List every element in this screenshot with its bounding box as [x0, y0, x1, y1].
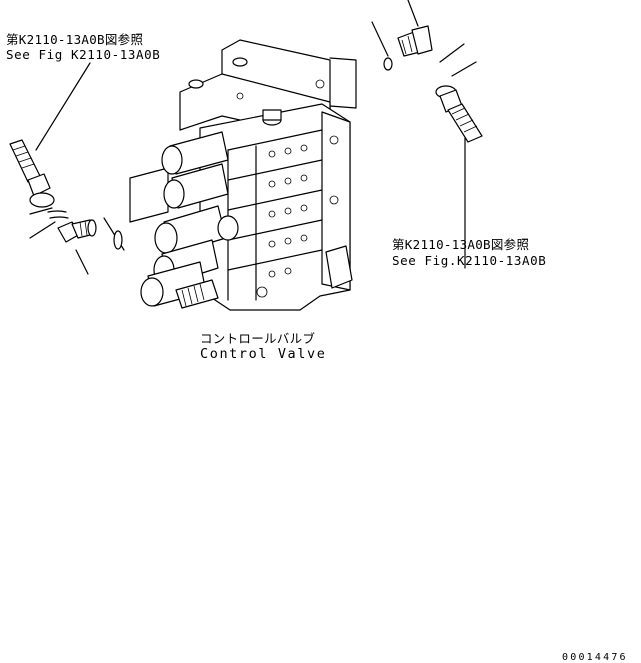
oring-left	[113, 230, 123, 250]
right-elbow-fitting	[383, 25, 433, 71]
ref-label-left-en: See Fig K2110-13A0B	[6, 47, 161, 62]
ref-label-right-en: See Fig.K2110-13A0B	[392, 253, 547, 268]
leader-left-2	[29, 221, 56, 239]
leader-lines	[29, 0, 477, 275]
leader-right-2	[451, 61, 477, 77]
plane-right	[329, 57, 357, 109]
left-hose-fitting	[9, 139, 69, 219]
leader-left-1	[29, 207, 53, 215]
oring-right	[383, 57, 393, 71]
plane-left	[129, 167, 169, 223]
spool-caps	[140, 131, 239, 309]
left-elbow-fitting	[57, 219, 123, 250]
leader-left-ref	[35, 62, 91, 151]
right-hose-fitting	[435, 85, 483, 143]
leader-elbow-right	[407, 0, 419, 27]
leader-oring-right	[371, 21, 389, 57]
part-name-jp: コントロールバルブ	[200, 331, 316, 346]
ref-label-left-jp: 第K2110-13A0B図参照	[6, 32, 144, 47]
leader-right-1	[439, 43, 465, 63]
valve-body	[179, 39, 353, 311]
part-name-en: Control Valve	[200, 346, 327, 362]
ref-label-right-jp: 第K2110-13A0B図参照	[392, 237, 530, 252]
drawing-id: 00014476	[562, 652, 628, 663]
leader-left-3	[75, 249, 89, 275]
